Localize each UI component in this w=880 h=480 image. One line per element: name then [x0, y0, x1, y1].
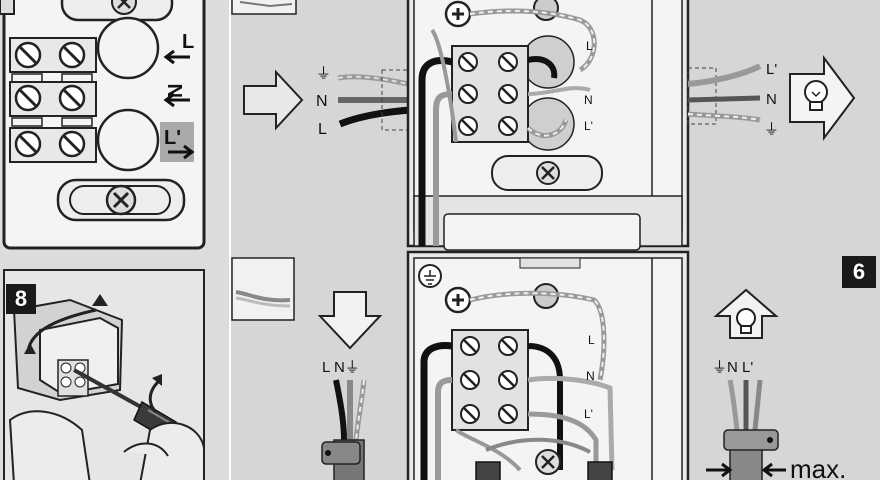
output-L-prime-label: L': [766, 61, 777, 78]
output-N-label: N: [766, 91, 777, 108]
terminal-row-1: [9, 37, 97, 73]
top-left-terminal-closeup: L N L': [0, 0, 206, 250]
label-L: L: [182, 31, 194, 53]
top-wiring-panel: ⏚ N L: [231, 0, 856, 251]
bulb-icon: [804, 80, 828, 111]
top-block-label-L-prime: L': [584, 119, 593, 133]
label-N: N: [165, 84, 187, 98]
top-block-label-N: N: [584, 93, 593, 107]
top-block-label-L: L: [586, 39, 593, 53]
input-earth-label: ⏚: [316, 65, 331, 82]
bottom-input-label: L N⏚: [322, 359, 360, 376]
input-arrow: [243, 69, 304, 131]
bottom-block-label-L: L: [588, 333, 595, 347]
input-down-arrow: [317, 291, 383, 350]
input-L-label: L: [318, 121, 327, 138]
bottom-block-label-L-prime: L': [584, 407, 593, 421]
terminal-row-3: [9, 127, 97, 163]
step-8-badge: 8: [6, 284, 36, 314]
arrow-in-L: [163, 49, 190, 65]
label-L-prime: L': [164, 127, 181, 149]
arrow-in-N: [163, 92, 190, 108]
bulb-icon-bottom: [736, 308, 756, 334]
output-earth-label: ⏚: [764, 121, 779, 138]
bottom-block-label-N: N: [586, 369, 595, 383]
panel-divider: [229, 0, 231, 480]
arrow-out-lprime: [168, 144, 195, 160]
step-8-illustration: [3, 269, 205, 480]
max-label: max.: [790, 454, 846, 480]
bottom-output-label: ⏚N L': [712, 359, 753, 376]
bottom-wiring-panel: L N⏚: [231, 250, 846, 480]
step-6-badge: 6: [842, 256, 876, 288]
terminal-row-2: [9, 81, 97, 117]
input-N-label: N: [316, 93, 328, 110]
